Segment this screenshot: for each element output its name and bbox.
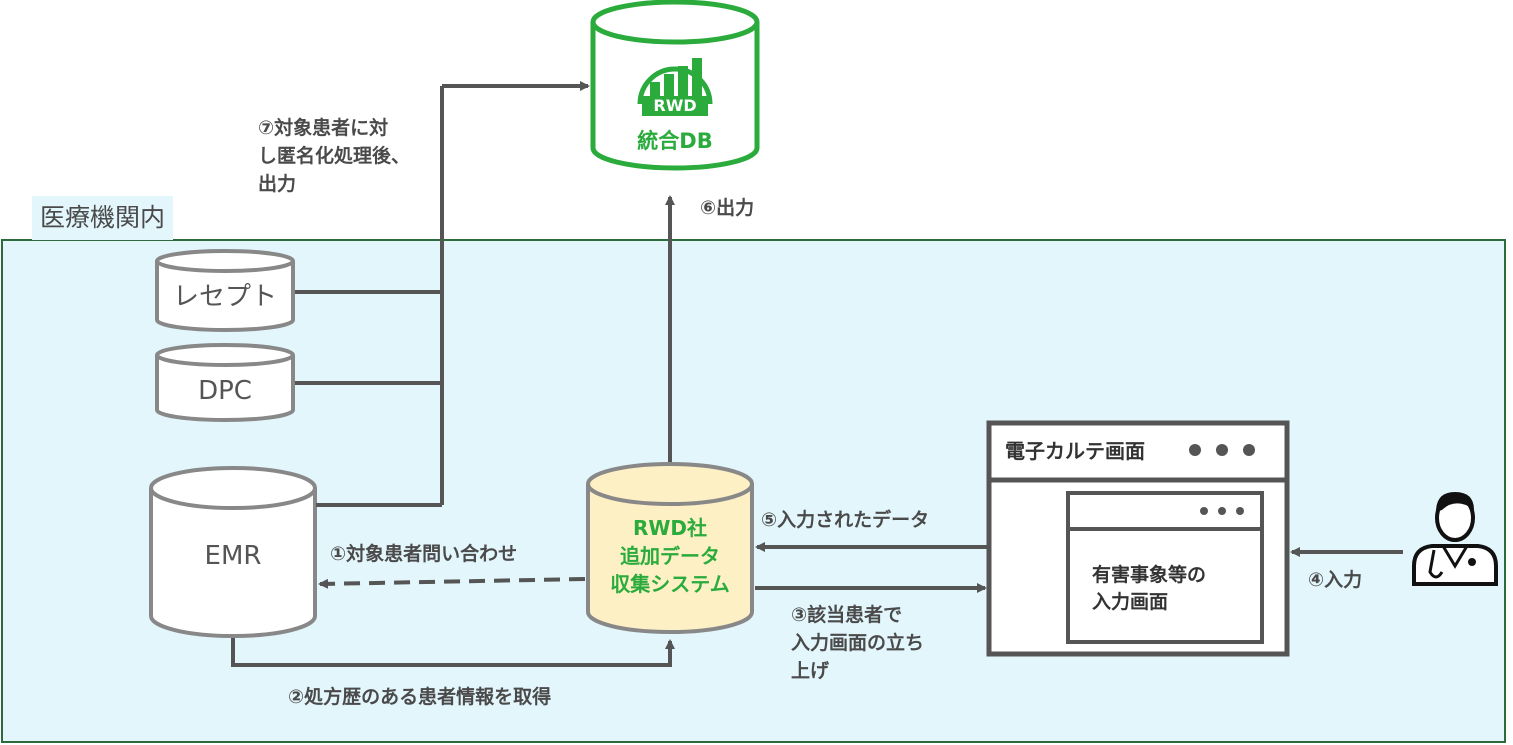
- step3-line2: 入力画面の立ち: [791, 632, 925, 654]
- step1-arrow: [318, 577, 586, 589]
- rwd-logo-icon: [637, 58, 713, 116]
- rwd-system-label: RWD社 追加データ 収集システム: [590, 514, 750, 598]
- step5-label: ⑤入力されたデータ: [761, 509, 930, 531]
- step7-connectors: [295, 81, 590, 507]
- integrated-db-logo-text: RWD: [653, 96, 697, 115]
- step3-label: ③該当患者で 入力画面の立ち 上げ: [791, 601, 924, 685]
- dpc-db-label: DPC: [198, 376, 252, 406]
- step3-line1: ③該当患者で: [791, 604, 903, 626]
- integrated-db-label: 統合DB: [637, 129, 713, 153]
- ehr-inner-text: 有害事象等の 入力画面: [1092, 562, 1206, 616]
- hospital-region-label: 医療機関内: [32, 196, 174, 240]
- receipt-db-label: レセプト: [172, 282, 277, 312]
- ehr-inner-window: [1066, 491, 1264, 644]
- step3-line3: 上げ: [791, 660, 830, 682]
- ehr-window-title: 電子カルテ画面: [1005, 439, 1145, 463]
- step6-label: ⑥出力: [700, 197, 755, 219]
- receipt-db-cylinder: [155, 249, 295, 332]
- step1-label: ①対象患者問い合わせ: [330, 543, 518, 565]
- step7-line3: 出力: [258, 173, 297, 195]
- step7-label: ⑦対象患者に対 し匿名化処理後、 出力: [258, 114, 410, 198]
- rwd-system-line1: RWD社: [632, 516, 708, 540]
- step2-arrow: [231, 638, 675, 667]
- rwd-system-line3: 収集システム: [610, 572, 730, 596]
- ehr-inner-line2: 入力画面: [1092, 591, 1169, 613]
- rwd-system-cylinder: [586, 462, 754, 634]
- step7-line2: し匿名化処理後、: [258, 145, 411, 167]
- dpc-db-cylinder: [155, 343, 295, 422]
- ehr-inner-line1: 有害事象等の: [1092, 564, 1207, 586]
- rwd-system-line2: 追加データ: [620, 544, 720, 568]
- emr-db-label: EMR: [204, 541, 262, 571]
- integrated-db-cylinder: [590, 0, 760, 171]
- emr-db-cylinder: [149, 466, 317, 638]
- step2-label: ②処方歴のある患者情報を取得: [288, 686, 552, 708]
- step4-label: ④入力: [1308, 569, 1363, 591]
- step7-line1: ⑦対象患者に対: [258, 117, 389, 139]
- doctor-icon: [1412, 492, 1498, 586]
